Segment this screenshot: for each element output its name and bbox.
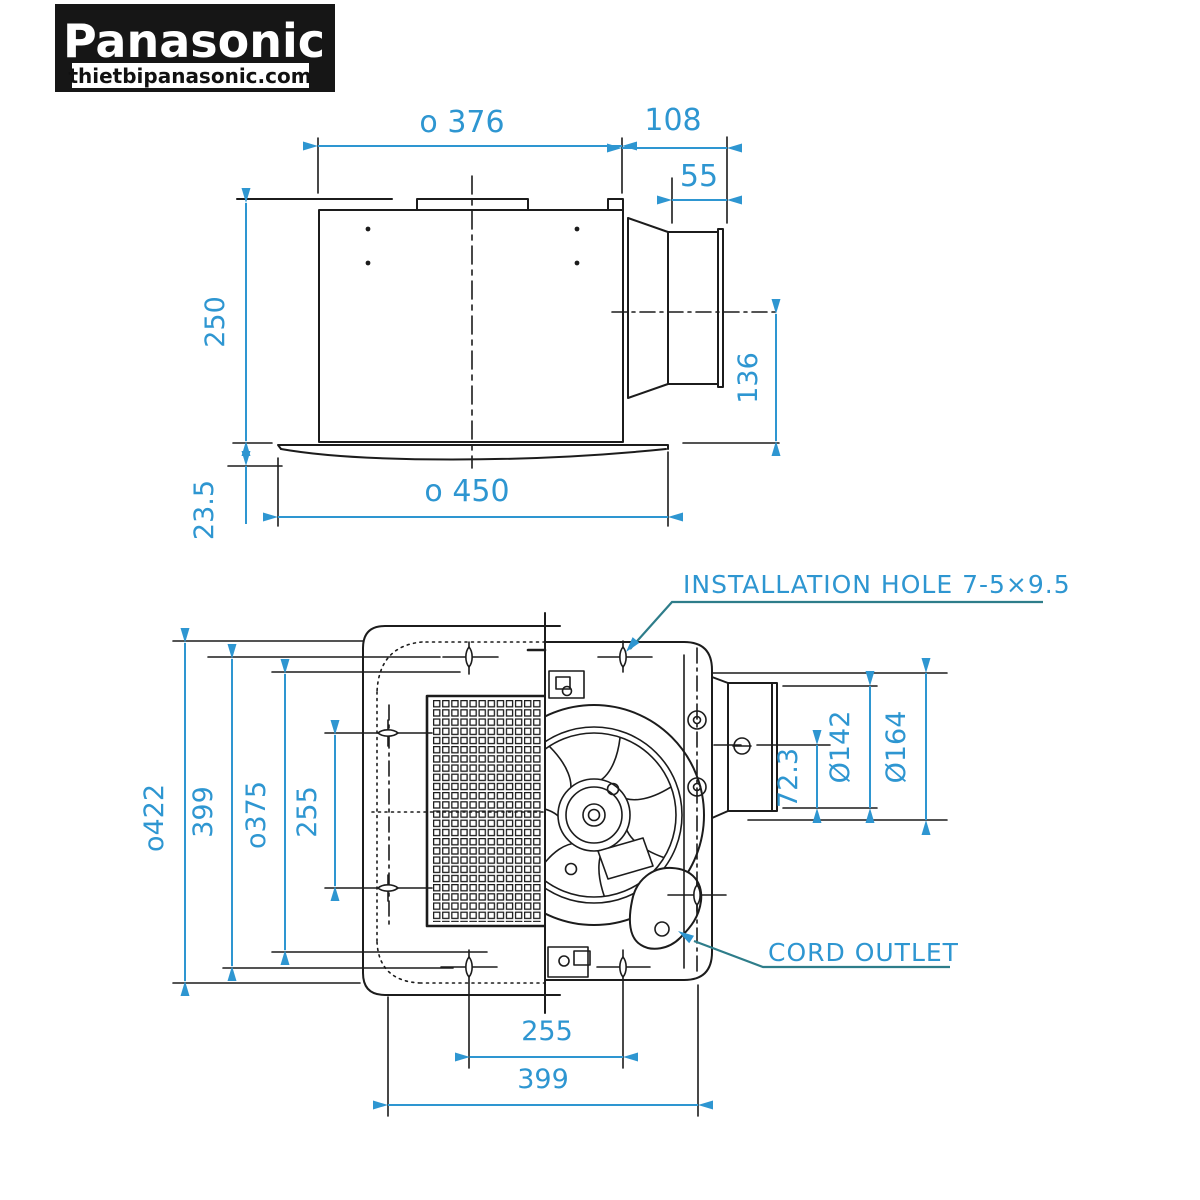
dim-label-55: 55 [680, 159, 718, 194]
dim-label-399-v: 399 [188, 786, 219, 838]
dim-label-72-3: 72.3 [773, 748, 804, 808]
dim-label-255-h: 255 [521, 1016, 573, 1047]
cord-outlet-arrow-icon [678, 931, 694, 944]
dim-label-375: o375 [241, 781, 272, 849]
logo-block: Panasonic thietbipanasonic.com [55, 4, 335, 92]
dim-label-108: 108 [644, 103, 701, 138]
dim-label-136: 136 [733, 352, 764, 404]
dim-label-250: 250 [200, 296, 231, 348]
mounting-bracket-bottom [547, 946, 591, 978]
side-view-outline [227, 136, 780, 527]
annotation-installation-hole: INSTALLATION HOLE 7-5×9.5 [626, 570, 1071, 652]
installation-hole-leader [629, 600, 1043, 650]
logo-website-text: thietbipanasonic.com [68, 64, 311, 88]
installation-holes [324, 640, 727, 1069]
dim-label-23-5: 23.5 [189, 480, 220, 540]
dim-label-422: o422 [139, 784, 170, 852]
dim-label-142: Ø142 [825, 711, 856, 784]
dim-label-376: o 376 [419, 105, 504, 140]
installation-hole-arrow-icon [626, 637, 640, 652]
logo-website-strip [72, 63, 309, 88]
dim-label-450: o 450 [424, 474, 509, 509]
installation-hole-label: INSTALLATION HOLE 7-5×9.5 [683, 570, 1071, 599]
fan-impeller [546, 704, 705, 926]
cord-outlet-leader [693, 939, 950, 969]
dim-label-164: Ø164 [881, 711, 912, 784]
grille-grid [433, 700, 541, 922]
annotation-cord-outlet: CORD OUTLET [678, 931, 959, 969]
side-view-dimensions: o 376 108 55 250 23.5 136 o 450 [189, 103, 781, 540]
mounting-plate-outline [362, 625, 561, 996]
dim-label-255-v: 255 [292, 786, 323, 838]
motor-arm [597, 837, 654, 880]
logo-brand-text: Panasonic [63, 14, 325, 68]
cord-outlet-label: CORD OUTLET [768, 938, 959, 967]
mounting-bracket-top [548, 670, 585, 699]
bottom-view-dimensions: o422 399 o375 255 72.3 Ø142 Ø164 255 399 [139, 628, 931, 1110]
dim-label-399-h: 399 [517, 1064, 569, 1095]
